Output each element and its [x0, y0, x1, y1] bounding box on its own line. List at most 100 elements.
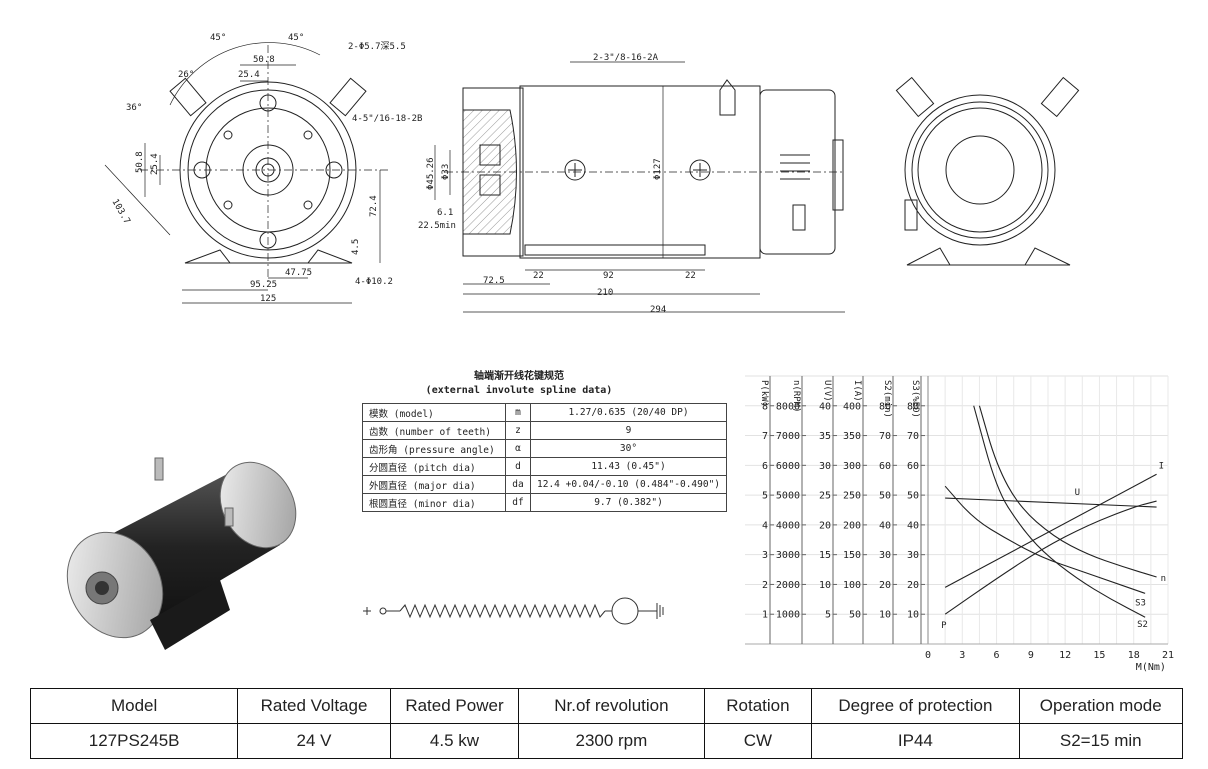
y-tick-label: 350 — [843, 431, 861, 442]
y-axis-label: U(V) — [822, 380, 832, 402]
spline-name: 根圆直径 (minor dia) — [362, 493, 506, 512]
dim-25-4-top: 25.4 — [238, 70, 260, 80]
dim-92: 92 — [603, 271, 614, 281]
y-tick-label: 10 — [819, 580, 831, 591]
dim-22-5: 22.5min — [418, 221, 456, 231]
spline-table: 模数 (model) m 1.27/0.635 (20/40 DP) 齿数 (n… — [362, 403, 728, 512]
dim-95-25: 95.25 — [250, 280, 277, 290]
spline-name: 齿数 (number of teeth) — [362, 421, 506, 440]
y-tick-label: 3 — [762, 550, 768, 561]
dim-angle-left: 45° — [210, 33, 226, 43]
y-axis-label: I(A) — [852, 380, 862, 402]
y-tick-label: 30 — [819, 461, 831, 472]
series-line-n — [978, 405, 1157, 578]
spline-sym: z — [505, 421, 531, 440]
y-tick-label: 70 — [879, 431, 891, 442]
dim-holes-2: 2-Φ5.7深5.5 — [348, 41, 406, 52]
spline-val: 30° — [529, 439, 728, 458]
series-label-p: P — [941, 621, 947, 631]
y-tick-label: 80 — [879, 401, 891, 412]
dim-50-8-top: 50.8 — [253, 55, 275, 65]
dim-thread: 2-3"/8-16-2A — [593, 53, 659, 63]
spec-value: 127PS245B — [29, 723, 239, 759]
spec-header: Degree of protection — [811, 688, 1020, 724]
dim-d33: Φ33 — [441, 164, 451, 180]
spline-val: 9.7 (0.382") — [529, 493, 728, 512]
spec-value: 24 V — [237, 723, 391, 759]
spline-row: 分圆直径 (pitch dia) d 11.43 (0.45") — [362, 457, 728, 476]
x-axis-label: M(Nm) — [1136, 662, 1166, 673]
y-axis-label: n(RPM) — [791, 380, 801, 413]
y-axis-label: P(kW) — [759, 380, 769, 407]
series-label-u: U — [1075, 488, 1080, 498]
y-tick-label: 80 — [907, 401, 919, 412]
x-tick-label: 15 — [1093, 650, 1105, 661]
dim-angle-right: 45° — [288, 33, 304, 43]
spline-name: 齿形角 (pressure angle) — [362, 439, 506, 458]
spec-header: Rated Power — [389, 688, 520, 724]
y-tick-label: 10 — [879, 610, 891, 621]
dim-angle-36: 36° — [126, 103, 142, 113]
dim-72-4: 72.4 — [369, 195, 379, 217]
dim-50-8-left: 50.8 — [135, 151, 145, 173]
y-tick-label: 150 — [843, 550, 861, 561]
motor-3d-illustration — [66, 457, 297, 650]
spline-name: 分圆直径 (pitch dia) — [362, 457, 506, 476]
spline-row: 齿形角 (pressure angle) α 30° — [362, 439, 728, 458]
spline-subtitle: (external involute spline data) — [425, 385, 613, 396]
y-tick-label: 200 — [843, 520, 861, 531]
y-tick-label: 6 — [762, 461, 768, 472]
spline-row: 根圆直径 (minor dia) df 9.7 (0.382") — [362, 493, 728, 512]
y-tick-label: 7 — [762, 431, 768, 442]
dim-holes-4: 4-5"/16-18-2B — [352, 114, 422, 124]
spline-name: 模数 (model) — [362, 403, 506, 422]
spline-title: 轴端渐开线花键规范 — [474, 371, 564, 382]
dim-4-5: 4.5 — [351, 239, 361, 255]
y-tick-label: 100 — [843, 580, 861, 591]
spline-sym: m — [505, 403, 531, 422]
x-tick-label: 0 — [925, 650, 931, 661]
spline-val: 1.27/0.635 (20/40 DP) — [529, 403, 728, 422]
spline-row: 齿数 (number of teeth) z 9 — [362, 421, 728, 440]
y-tick-label: 40 — [907, 520, 919, 531]
spec-header: Model — [29, 688, 239, 724]
dim-72-5: 72.5 — [483, 276, 505, 286]
spec-header-row: Model Rated Voltage Rated Power Nr.of re… — [29, 688, 1183, 724]
side-view-drawing: 2-3"/8-16-2A Φ45.26 Φ33 Φ127 6.1 22.5min… — [418, 53, 845, 315]
y-tick-label: 70 — [907, 431, 919, 442]
series-label-i: I — [1159, 461, 1164, 471]
y-tick-label: 50 — [849, 610, 861, 621]
x-tick-label: 21 — [1162, 650, 1174, 661]
dim-294: 294 — [650, 305, 666, 315]
series-label-s3: S3 — [1135, 598, 1146, 608]
y-tick-label: 40 — [819, 401, 831, 412]
y-axis-label: S2(min) — [882, 380, 892, 418]
y-tick-label: 60 — [879, 461, 891, 472]
y-tick-label: 3000 — [776, 550, 800, 561]
series-line-u — [945, 497, 1157, 508]
y-tick-label: 50 — [879, 491, 891, 502]
spline-row: 外圆直径 (major dia) da 12.4 +0.04/-0.10 (0.… — [362, 475, 728, 494]
dim-125: 125 — [260, 294, 276, 304]
y-tick-label: 1000 — [776, 610, 800, 621]
series-line-i — [944, 473, 1157, 588]
series-label-n: n — [1161, 574, 1166, 584]
x-tick-label: 3 — [959, 650, 965, 661]
front-view-drawing: 45° 45° 26° 36° 50.8 25.4 2-Φ5.7深5.5 4-5… — [104, 33, 422, 304]
spring-symbol — [363, 597, 664, 625]
y-tick-label: 8000 — [776, 401, 800, 412]
spec-value: 2300 rpm — [518, 723, 705, 759]
spline-name: 外圆直径 (major dia) — [362, 475, 506, 494]
x-tick-label: 18 — [1128, 650, 1140, 661]
y-tick-label: 5 — [825, 610, 831, 621]
y-tick-label: 7000 — [776, 431, 800, 442]
spec-header: Rotation — [703, 688, 813, 724]
spline-title-block: 轴端渐开线花键规范 (external involute spline data… — [362, 370, 676, 398]
dim-25-4-left: 25.4 — [150, 153, 160, 175]
spline-row: 模数 (model) m 1.27/0.635 (20/40 DP) — [362, 403, 728, 422]
y-tick-label: 1 — [762, 610, 768, 621]
y-tick-label: 400 — [843, 401, 861, 412]
series-line-s2 — [973, 405, 1146, 618]
x-tick-label: 9 — [1028, 650, 1034, 661]
